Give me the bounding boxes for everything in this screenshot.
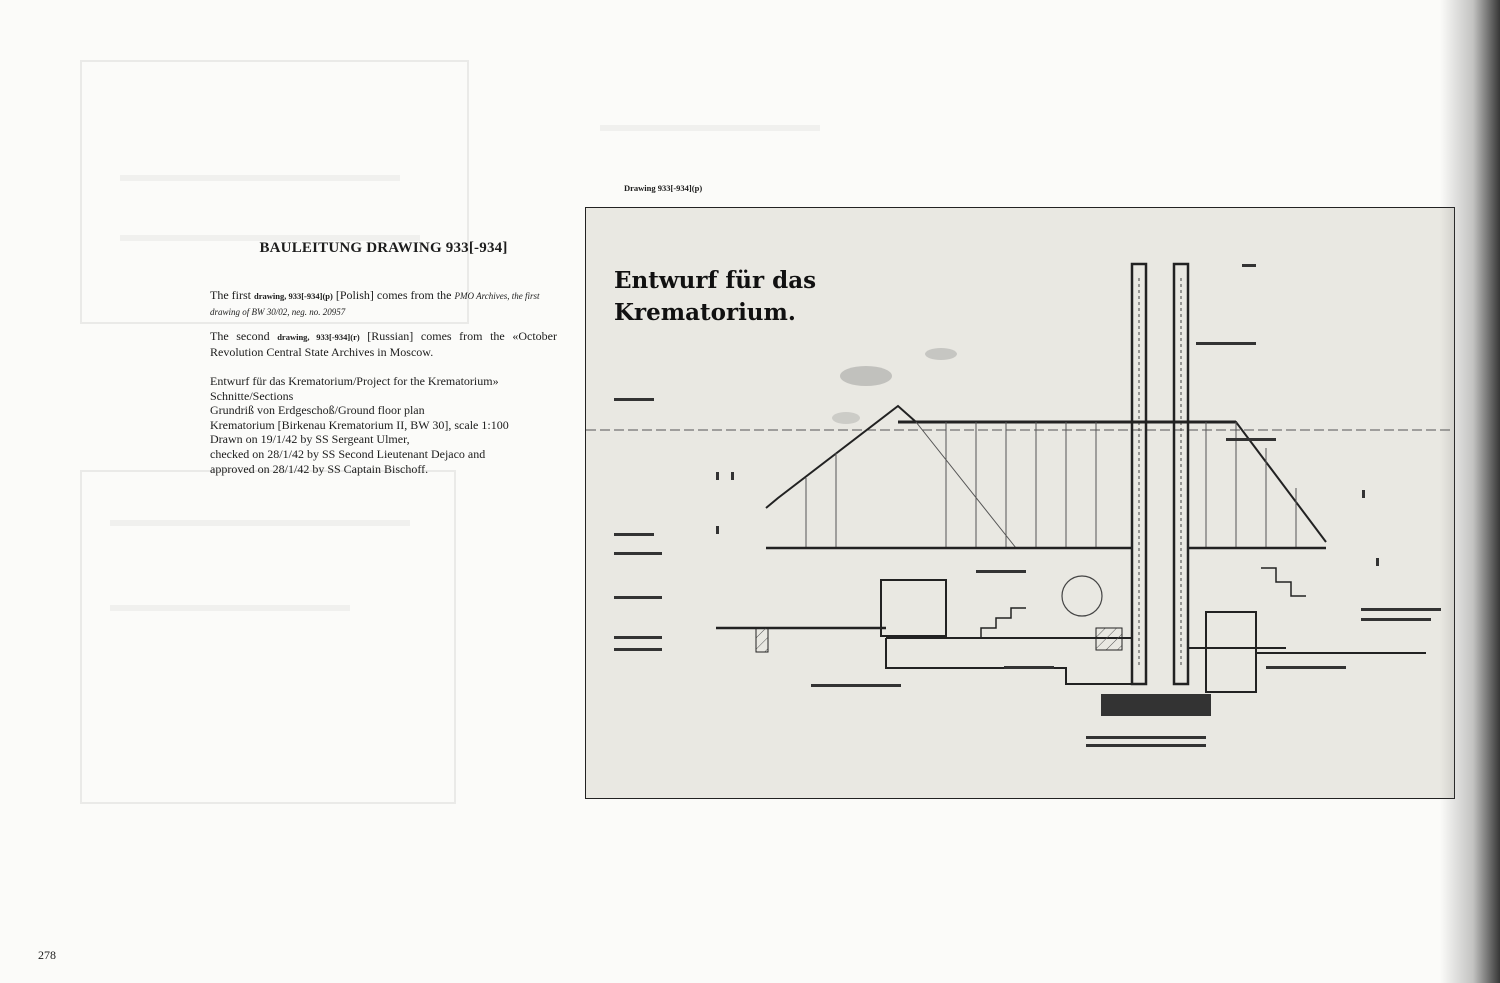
chimney-left (1130, 262, 1148, 686)
detail-line: Krematorium [Birkenau Krematorium II, BW… (210, 417, 509, 432)
drawing-title-line-1: Entwurf für das (614, 267, 816, 294)
para2-text-a: The second (210, 329, 278, 343)
detail-line: approved on 28/1/42 by SS Captain Bischo… (210, 461, 429, 476)
para2-drawing-ref: drawing, 933[-934](r) (277, 332, 360, 342)
para2-text-c: [Russian] comes from the «October Revolu… (210, 329, 557, 359)
detail-line: checked on 28/1/42 by SS Second Lieutena… (210, 446, 486, 461)
room-right (1205, 611, 1257, 693)
blueprint-drawing: Entwurf für das Krematorium. (586, 208, 1454, 798)
detail-line: Drawn on 19/1/42 by SS Sergeant Ulmer, (210, 432, 410, 447)
bleed-through-frame-top (80, 60, 469, 324)
figure-caption: Drawing 933[-934](p) (624, 183, 703, 193)
annotation-marks (614, 264, 1441, 747)
bleed-through-line (600, 125, 820, 131)
drawing-details: Entwurf für das Krematorium/Project for … (210, 374, 509, 476)
para1-text-c: [Polish] comes from the (332, 288, 455, 302)
first-drawing-paragraph: The first drawing, 933[-934](p) [Polish]… (210, 288, 557, 319)
para1-source: PMO Archives, the first drawing of BW 30… (210, 291, 540, 317)
detail-line: Schnitte/Sections (210, 388, 294, 403)
second-drawing-paragraph: The second drawing, 933[-934](r) [Russia… (210, 329, 557, 359)
bleed-through-frame-bottom (80, 470, 456, 804)
page-heading: BAULEITUNG DRAWING 933[-934] (259, 240, 508, 256)
roof-outline (765, 404, 1327, 543)
bleed-through-line (120, 175, 400, 181)
drawing-title-line-2: Krematorium. (614, 299, 796, 326)
bleed-through-line (110, 520, 410, 526)
para1-drawing-ref: drawing, 933[-934](p) (254, 291, 333, 301)
book-spine-shadow (1440, 0, 1500, 983)
chimney-right (1172, 262, 1190, 686)
basement-outline (885, 638, 1132, 685)
foundation-block (1101, 694, 1211, 716)
paper-background (586, 208, 1454, 798)
room-left (880, 579, 947, 637)
page-number: 278 (38, 948, 56, 962)
bleed-through-line (110, 605, 350, 611)
detail-line: Grundriß von Erdgeschoß/Ground floor pla… (210, 403, 425, 418)
bleed-through-line (120, 235, 420, 241)
para1-text-a: The first (210, 288, 254, 302)
roof-trusses (805, 421, 1297, 549)
blueprint-photo: Entwurf für das Krematorium. (585, 207, 1455, 799)
detail-line: Entwurf für das Krematorium/Project for … (210, 374, 499, 388)
